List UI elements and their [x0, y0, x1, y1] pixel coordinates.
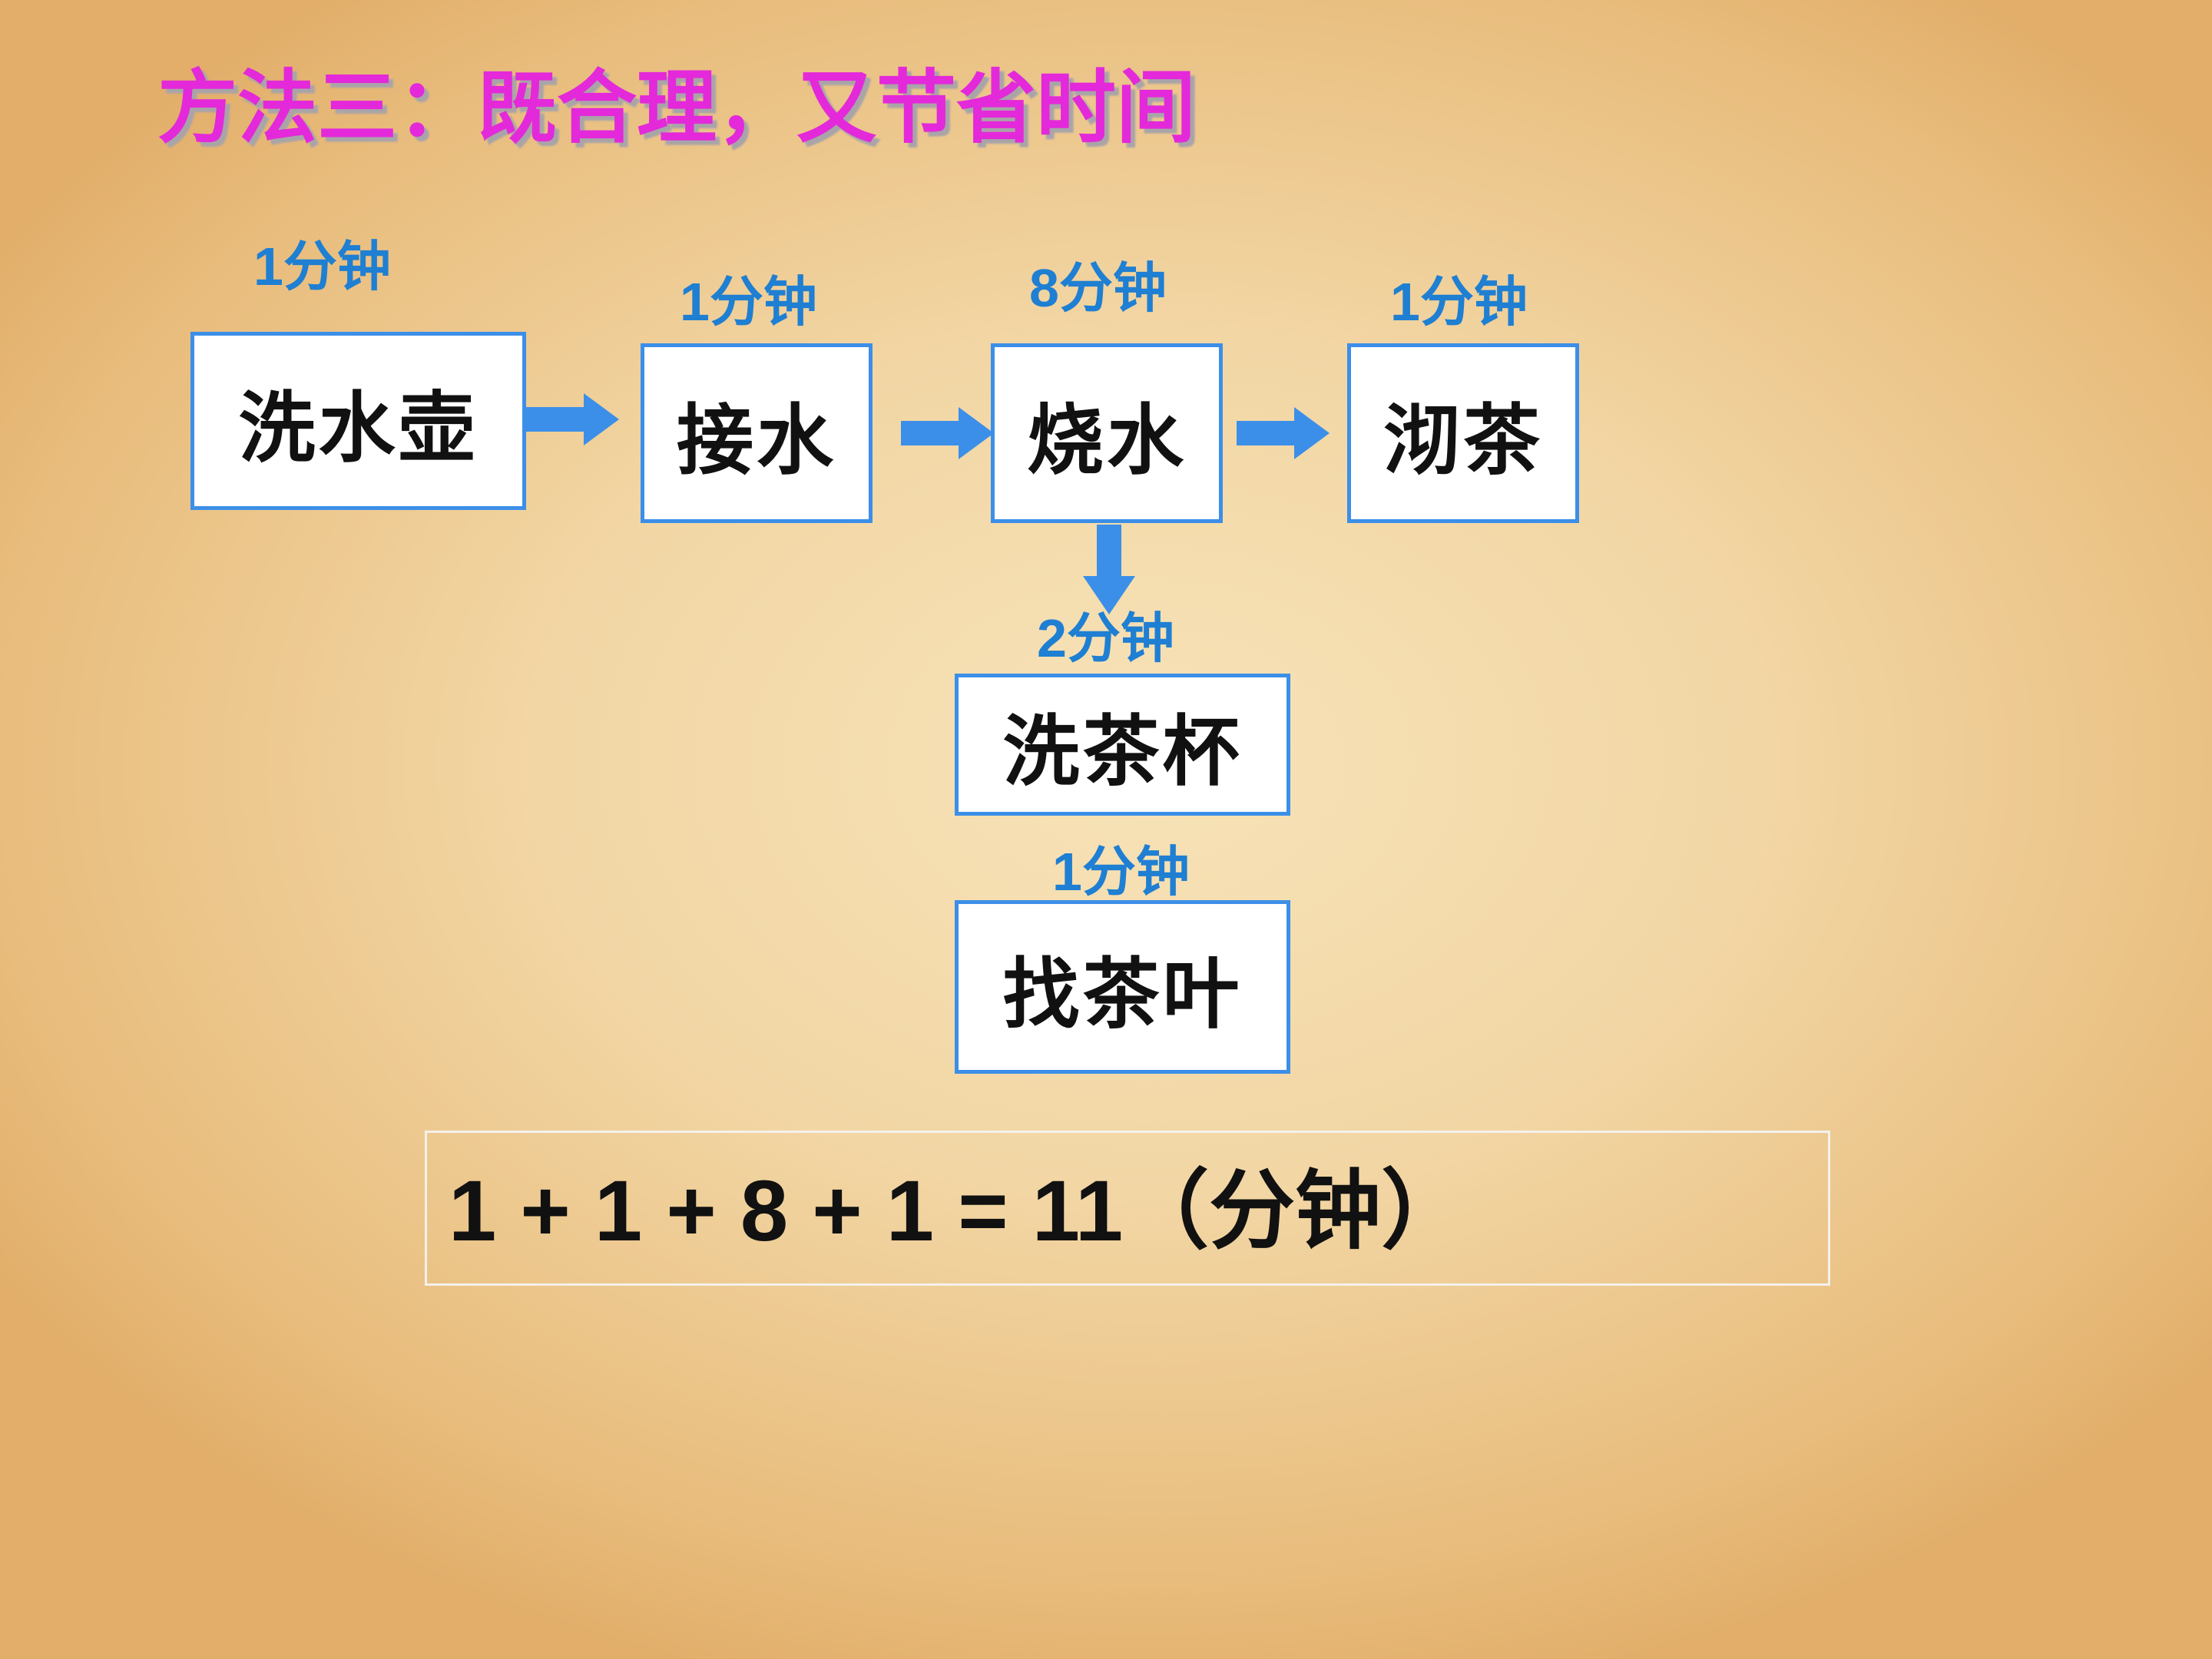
- arrow-fetch-water-to-boil-water: [901, 407, 994, 459]
- arrow-boil-water-to-wash-cups: [1083, 525, 1135, 614]
- duration-find-tea: 1分钟: [1052, 842, 1190, 902]
- duration-boil-water: 8分钟: [1029, 258, 1167, 318]
- step-wash-cups: 洗茶杯: [955, 674, 1290, 816]
- duration-wash-cups: 2分钟: [1037, 608, 1174, 668]
- step-fetch-water: 接水: [641, 343, 873, 523]
- step-label: 接水: [677, 394, 836, 485]
- arrow-boil-water-to-brew-tea: [1237, 407, 1330, 459]
- step-wash-kettle: 洗水壶: [190, 332, 526, 510]
- step-label: 沏茶: [1383, 394, 1543, 485]
- step-find-tea: 找茶叶: [955, 900, 1290, 1074]
- duration-fetch-water: 1分钟: [680, 272, 817, 332]
- duration-wash-kettle: 1分钟: [253, 237, 391, 296]
- arrow-wash-kettle-to-fetch-water: [526, 393, 619, 445]
- formula-box: 1 + 1 + 8 + 1 = 11（分钟）: [425, 1131, 1830, 1286]
- duration-brew-tea: 1分钟: [1390, 272, 1528, 332]
- step-boil-water: 烧水: [991, 343, 1223, 523]
- step-label: 洗茶杯: [1002, 706, 1243, 796]
- step-brew-tea: 沏茶: [1347, 343, 1579, 523]
- step-label: 洗水壶: [238, 382, 478, 473]
- total-time-formula: 1 + 1 + 8 + 1 = 11（分钟）: [449, 1163, 1468, 1259]
- page-title: 方法三：既合理，又节省时间: [157, 60, 1197, 154]
- step-label: 烧水: [1027, 394, 1187, 485]
- step-label: 找茶叶: [1002, 948, 1243, 1039]
